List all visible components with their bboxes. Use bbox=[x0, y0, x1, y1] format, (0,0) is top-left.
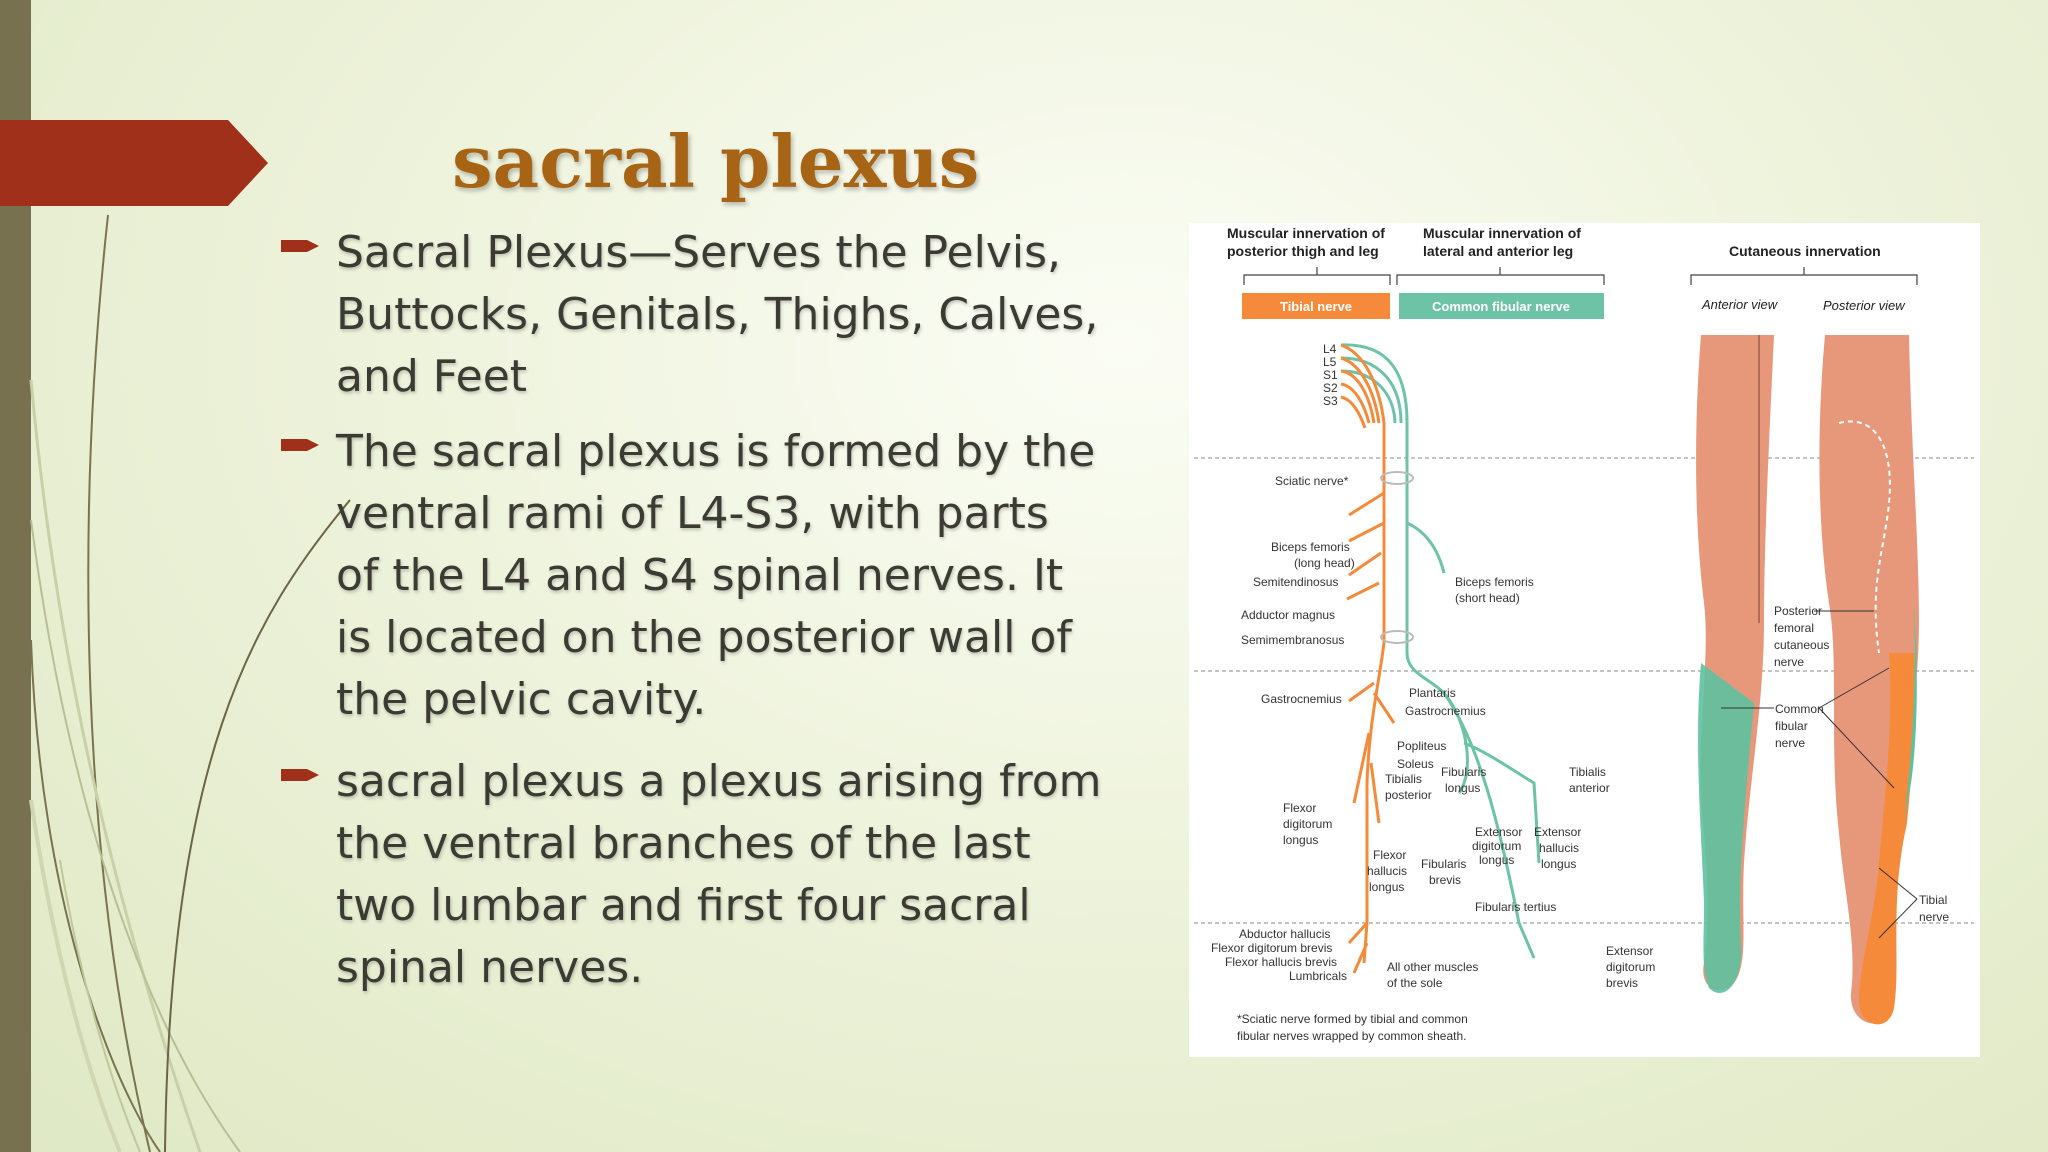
root-label: L5 bbox=[1323, 355, 1337, 369]
bullet-arrow-icon bbox=[281, 439, 319, 451]
header-posterior-line1: Muscular innervation of bbox=[1227, 225, 1385, 241]
label-sciatic: Sciatic nerve* bbox=[1275, 474, 1349, 488]
figure-footnote: *Sciatic nerve formed by tibial and comm… bbox=[1237, 1012, 1468, 1026]
label-tibialis-posterior: Tibialis bbox=[1385, 772, 1422, 786]
label-soleus: Soleus bbox=[1397, 757, 1434, 771]
label-popliteus: Popliteus bbox=[1397, 739, 1446, 753]
legend-fibular-swatch bbox=[1399, 293, 1604, 319]
label-edl: digitorum bbox=[1472, 839, 1521, 853]
root-label: L4 bbox=[1323, 342, 1337, 356]
label-plantaris: Plantaris bbox=[1409, 686, 1456, 700]
label-edb: brevis bbox=[1606, 976, 1638, 990]
label-posterior-femoral: femoral bbox=[1774, 621, 1814, 635]
label-common-fibular: fibular bbox=[1775, 719, 1808, 733]
root-label: S2 bbox=[1323, 381, 1338, 395]
label-ehl: hallucis bbox=[1539, 841, 1579, 855]
label-edb: digitorum bbox=[1606, 960, 1655, 974]
label-biceps-long: (long head) bbox=[1294, 556, 1355, 570]
bullet-arrow-icon bbox=[281, 240, 319, 252]
label-posterior-femoral: Posterior bbox=[1774, 604, 1822, 618]
tibial-nerve-paths bbox=[1340, 343, 1396, 974]
legend-tibial-swatch bbox=[1242, 293, 1390, 319]
label-semimembranosus: Semimembranosus bbox=[1241, 633, 1344, 647]
label-edb: Extensor bbox=[1606, 944, 1653, 958]
header-lateral-line1: Muscular innervation of bbox=[1423, 225, 1581, 241]
leg-anterior-illustration bbox=[1696, 335, 1774, 993]
bullet-text: The sacral plexus is formed by the ventr… bbox=[336, 426, 1096, 725]
label-fibularis-brevis: brevis bbox=[1429, 873, 1461, 887]
bullet-arrow-icon bbox=[281, 769, 319, 781]
label-posterior-femoral: nerve bbox=[1774, 655, 1804, 669]
label-ehl: Extensor bbox=[1534, 825, 1581, 839]
root-label: S3 bbox=[1323, 394, 1338, 408]
header-posterior-line2: posterior thigh and leg bbox=[1227, 243, 1379, 259]
sacral-plexus-figure: Muscular innervation of posterior thigh … bbox=[1189, 223, 1980, 1057]
decorative-curves bbox=[29, 214, 351, 1152]
label-biceps-short: (short head) bbox=[1455, 591, 1520, 605]
label-tibialis-posterior: posterior bbox=[1385, 788, 1432, 802]
label-fdl: digitorum bbox=[1283, 817, 1332, 831]
label-tibial-nerve: nerve bbox=[1919, 910, 1949, 924]
title-arrow-shape bbox=[0, 120, 268, 206]
label-tibial-nerve: Tibial bbox=[1919, 893, 1947, 907]
label-edl: longus bbox=[1479, 853, 1514, 867]
label-fibularis-brevis: Fibularis bbox=[1421, 857, 1466, 871]
label-tibialis-anterior: Tibialis bbox=[1569, 765, 1606, 779]
label-semitendinosus: Semitendinosus bbox=[1253, 575, 1338, 589]
label-sole: All other muscles bbox=[1387, 960, 1478, 974]
label-fhb: Flexor hallucis brevis bbox=[1225, 955, 1337, 969]
label-fhl: hallucis bbox=[1367, 864, 1407, 878]
figure-footnote: fibular nerves wrapped by common sheath. bbox=[1237, 1029, 1466, 1043]
label-biceps-short: Biceps femoris bbox=[1455, 575, 1534, 589]
label-posterior-femoral: cutaneous bbox=[1774, 638, 1829, 652]
label-edl: Extensor bbox=[1475, 825, 1522, 839]
label-lumbricals: Lumbricals bbox=[1289, 969, 1347, 983]
slide-title: sacral plexus bbox=[452, 119, 980, 204]
label-adductor: Adductor magnus bbox=[1241, 608, 1335, 622]
label-fdb: Flexor digitorum brevis bbox=[1211, 941, 1332, 955]
label-common-fibular: Common bbox=[1775, 702, 1824, 716]
bullet-text: Sacral Plexus—Serves the Pelvis, Buttock… bbox=[336, 227, 1099, 402]
header-cutaneous: Cutaneous innervation bbox=[1729, 243, 1881, 259]
label-ehl: longus bbox=[1541, 857, 1576, 871]
label-gastrocnemius: Gastrocnemius bbox=[1261, 692, 1342, 706]
label-fibularis-longus: longus bbox=[1445, 781, 1480, 795]
nerve-diagram: Muscular innervation of posterior thigh … bbox=[1194, 225, 1974, 1043]
fibular-nerve-paths bbox=[1340, 343, 1541, 959]
view-anterior: Anterior view bbox=[1701, 297, 1779, 312]
label-abductor-hallucis: Abductor hallucis bbox=[1239, 927, 1330, 941]
label-fibularis-tertius: Fibularis tertius bbox=[1475, 900, 1556, 914]
view-posterior: Posterior view bbox=[1823, 298, 1906, 313]
label-fhl: longus bbox=[1369, 880, 1404, 894]
label-sole: of the sole bbox=[1387, 976, 1443, 990]
label-biceps-long: Biceps femoris bbox=[1271, 540, 1350, 554]
root-label: S1 bbox=[1323, 368, 1338, 382]
legend-tibial: Tibial nerve bbox=[1280, 299, 1352, 314]
label-tibialis-anterior: anterior bbox=[1569, 781, 1610, 795]
label-fhl: Flexor bbox=[1373, 848, 1406, 862]
label-fdl: Flexor bbox=[1283, 801, 1316, 815]
label-common-fibular: nerve bbox=[1775, 736, 1805, 750]
bullet-text: sacral plexus a plexus arising from the … bbox=[336, 756, 1102, 993]
label-gastrocnemius: Gastrocnemius bbox=[1405, 704, 1486, 718]
header-lateral-line2: lateral and anterior leg bbox=[1423, 243, 1573, 259]
label-fibularis-longus: Fibularis bbox=[1441, 765, 1486, 779]
legend-fibular: Common fibular nerve bbox=[1432, 299, 1570, 314]
label-fdl: longus bbox=[1283, 833, 1318, 847]
